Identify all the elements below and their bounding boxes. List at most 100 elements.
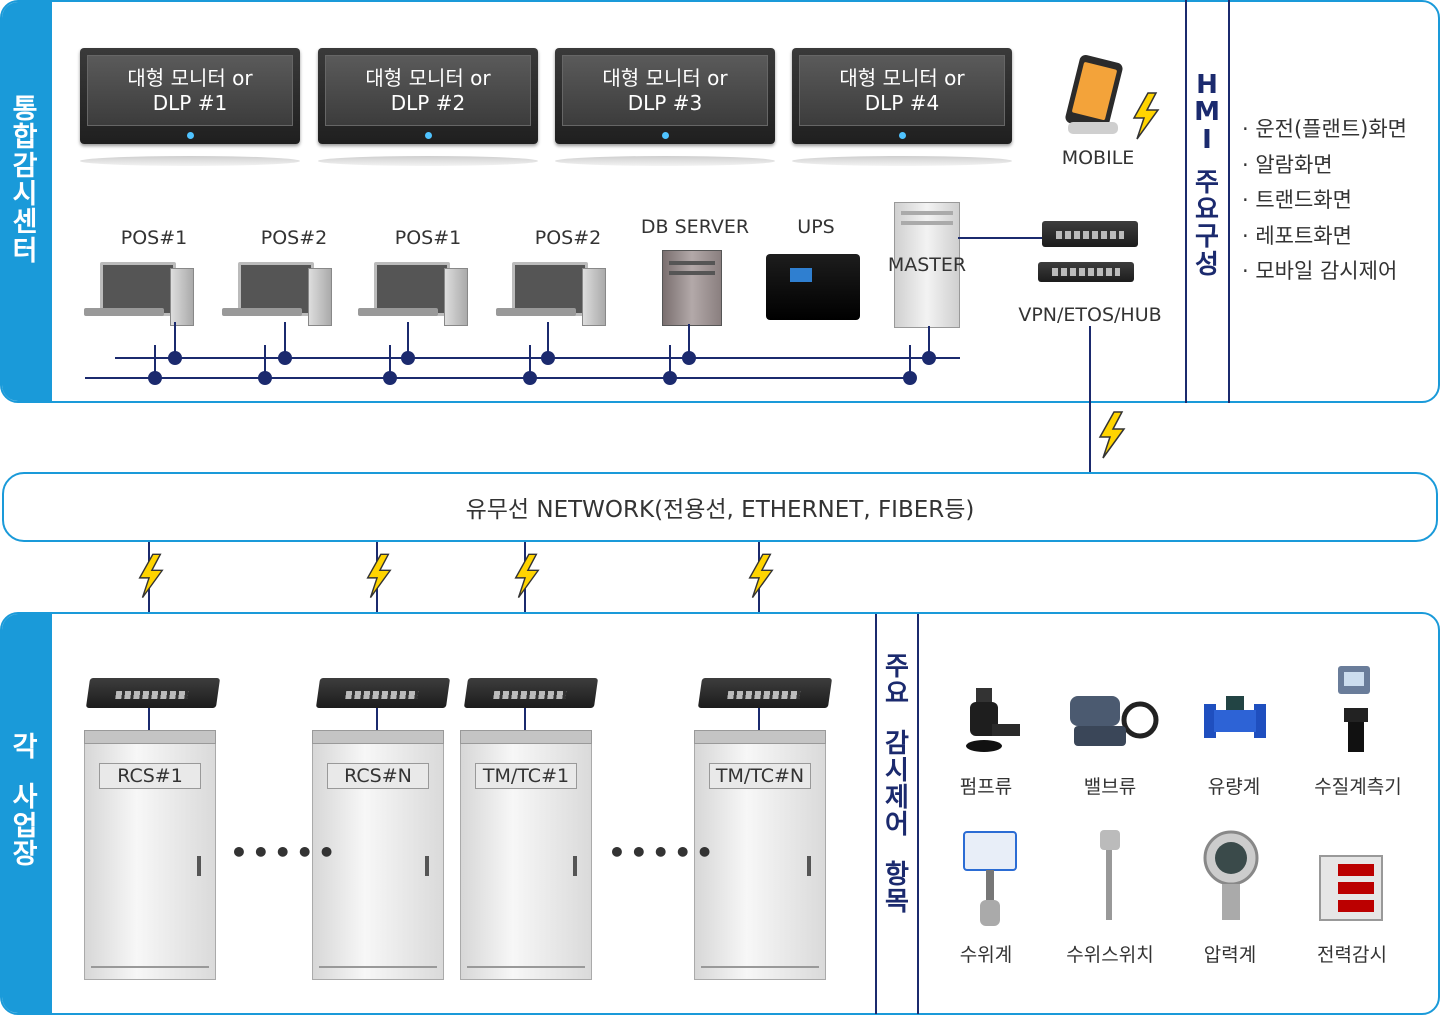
- monitor-1-line2: DLP #1: [152, 90, 228, 115]
- monitoring-center-tab: [2, 2, 52, 401]
- pos-1-label: POS#1: [120, 227, 188, 249]
- equipment-label: 수위스위치: [1066, 944, 1154, 966]
- equipment-label: 밸브류: [1083, 776, 1137, 798]
- pos-computer-2: [222, 262, 332, 326]
- switch-to-cabinet: [148, 708, 150, 732]
- field-switch-rcsn: [315, 678, 451, 708]
- db-server: [662, 250, 722, 326]
- equipment-label: 압력계: [1203, 944, 1257, 966]
- mobile-phone-icon: [1065, 54, 1123, 134]
- hmi-item-list: · 운전(플랜트)화면 · 알람화면 · 트랜드화면 · 레포트화면 · 모바일…: [1242, 112, 1407, 290]
- equipment-label: 수질계측기: [1314, 776, 1402, 798]
- hmi-item: · 레포트화면: [1242, 223, 1352, 248]
- hmi-item: · 알람화면: [1242, 152, 1333, 177]
- network-bus-upper: [115, 357, 960, 359]
- mobile-label: MOBILE: [1061, 147, 1135, 169]
- ups-label: UPS: [797, 216, 835, 238]
- pos-computer-1: [84, 262, 194, 326]
- master-drop-lower: [909, 345, 911, 378]
- pos3-drop-upper: [407, 322, 409, 358]
- pos1-drop-upper: [174, 322, 176, 358]
- master-server: [894, 202, 960, 328]
- vpn-label: VPN/ETOS/HUB: [1018, 304, 1162, 326]
- db-drop-lower: [669, 345, 671, 378]
- bus-node: [903, 371, 917, 385]
- cabinet-label: TM/TC#N: [709, 763, 811, 789]
- hmi-divider-right: [1228, 0, 1230, 403]
- lightning-bolt-icon: [748, 553, 774, 599]
- pump-icon: [966, 688, 1020, 752]
- field-switch-rcs1: [85, 678, 221, 708]
- bus-node: [922, 351, 936, 365]
- level-switch-icon: [1100, 830, 1120, 920]
- bus-node: [278, 351, 292, 365]
- network-bus-lower: [85, 377, 915, 379]
- bus-node: [168, 351, 182, 365]
- bus-node: [258, 371, 272, 385]
- cabinet-rcsn: RCS#N: [312, 730, 444, 980]
- network-link-rcs1: [148, 542, 150, 678]
- hmi-item: · 트랜드화면: [1242, 188, 1352, 212]
- vpn-switch-lower: [1038, 262, 1134, 282]
- monitor-3-line2: DLP #3: [627, 90, 703, 115]
- monitor-1-line1: 대형 모니터 or: [127, 65, 253, 90]
- bus-node: [148, 371, 162, 385]
- pos-2-label: POS#2: [260, 227, 328, 249]
- flow-meter-icon: [1204, 696, 1266, 738]
- lightning-bolt-icon: [1132, 92, 1160, 140]
- bus-node: [523, 371, 537, 385]
- cabinet-label: RCS#N: [327, 763, 429, 789]
- cabinet-rcs1: RCS#1: [84, 730, 216, 980]
- items-divider-left: [875, 614, 877, 1014]
- bus-node: [401, 351, 415, 365]
- equipment-label: 전력감시: [1317, 944, 1387, 966]
- pos-4-label: POS#2: [534, 227, 602, 249]
- lightning-bolt-icon: [1098, 411, 1126, 459]
- field-sites-tab: [2, 614, 52, 1013]
- valve-icon: [1070, 696, 1159, 746]
- switch-to-cabinet: [524, 708, 526, 732]
- pos3-drop-lower: [389, 345, 391, 378]
- ups-device: [766, 254, 860, 320]
- hmi-divider-left: [1185, 0, 1187, 403]
- lightning-bolt-icon: [514, 553, 540, 599]
- cabinet-label: RCS#1: [99, 763, 201, 789]
- monitor-3-stand: [555, 156, 775, 166]
- monitor-4-stand: [792, 156, 1012, 166]
- monitor-2-line2: DLP #2: [390, 90, 466, 115]
- bus-node: [682, 351, 696, 365]
- switch-to-cabinet: [376, 708, 378, 732]
- ellipsis-2: •••••: [608, 836, 718, 869]
- pressure-gauge-icon: [1203, 830, 1259, 920]
- monitor-4-line2: DLP #4: [864, 90, 940, 115]
- master-label: MASTER: [887, 254, 967, 276]
- pos2-drop-lower: [264, 345, 266, 378]
- lightning-bolt-icon: [366, 553, 392, 599]
- monitor-2-line1: 대형 모니터 or: [365, 65, 491, 90]
- monitor-3-line1: 대형 모니터 or: [602, 65, 728, 90]
- hmi-item: · 운전(플랜트)화면: [1242, 117, 1407, 141]
- pos-3-label: POS#1: [394, 227, 462, 249]
- pos4-drop-lower: [529, 345, 531, 378]
- pos2-drop-upper: [284, 322, 286, 358]
- equipment-label: 수위계: [959, 944, 1013, 966]
- db-server-label: DB SERVER: [640, 216, 750, 238]
- equipment-label: 유량계: [1207, 776, 1261, 798]
- equipment-label: 펌프류: [959, 776, 1013, 798]
- hmi-item: · 모바일 감시제어: [1242, 259, 1398, 283]
- monitor-2-stand: [318, 156, 538, 166]
- pos4-drop-upper: [547, 322, 549, 358]
- network-link-tmtc1: [524, 542, 526, 678]
- items-divider-right: [917, 614, 919, 1014]
- cabinet-label: TM/TC#1: [475, 763, 577, 789]
- db-drop-upper: [688, 324, 690, 358]
- pos-computer-3: [358, 262, 468, 326]
- field-switch-tmtc1: [463, 678, 599, 708]
- bus-node: [541, 351, 555, 365]
